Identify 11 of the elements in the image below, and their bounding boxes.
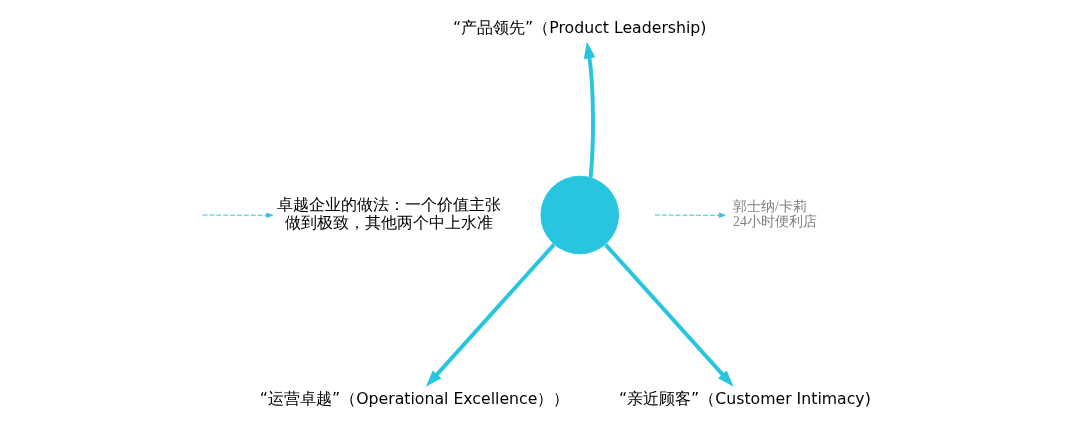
arrow xyxy=(654,212,726,218)
node-text: “产品领先”（Product Leadership) xyxy=(452,18,707,38)
arrow xyxy=(425,243,556,387)
node-text: “亲近顾客”（Customer Intimacy) xyxy=(618,389,871,409)
node-circle xyxy=(540,175,620,255)
node-text: “运营卓越”（Operational Excellence）） xyxy=(259,389,570,409)
arrow xyxy=(202,212,274,218)
node-text: 卓越企业的做法：一个价值主张做到极致，其他两个中上水准 xyxy=(277,195,502,231)
arrow xyxy=(604,243,734,387)
node-text: 郭士纳/卡莉 24小时便利店 xyxy=(733,199,817,230)
arrow xyxy=(583,41,596,178)
